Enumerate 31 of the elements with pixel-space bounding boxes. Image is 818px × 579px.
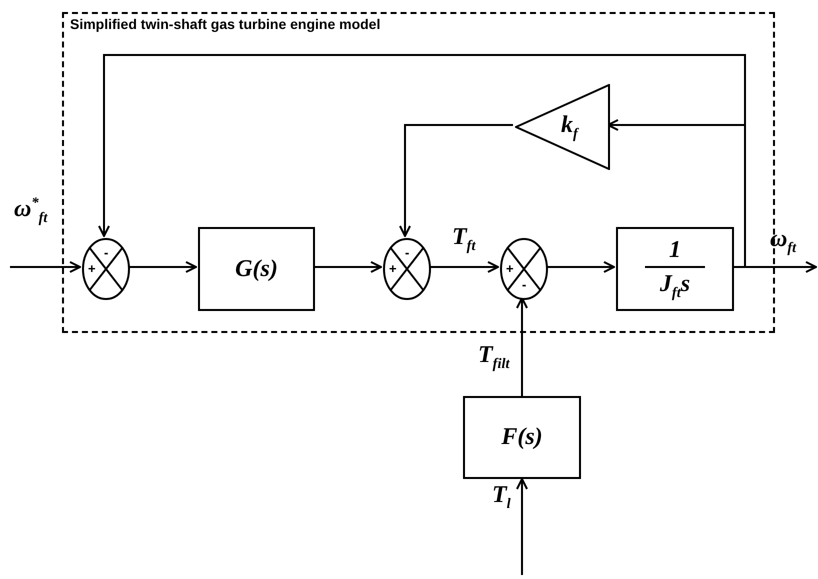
sign-label: + (506, 262, 514, 275)
signal-arrow (399, 124, 513, 237)
signal-arrow (546, 261, 615, 273)
summing-junction (500, 238, 548, 300)
sign-label: - (405, 246, 410, 259)
transfer-function-label: F(s) (501, 424, 543, 451)
signal-label: T$_{ft}$ (452, 224, 476, 255)
signal-arrow (128, 261, 197, 273)
signal-arrow (516, 297, 528, 396)
transfer-function-box (463, 396, 581, 479)
sign-label: + (389, 262, 397, 275)
frame-title: Simplified twin-shaft gas turbine engine model (70, 16, 380, 32)
signal-label: ω$_{ft}$ (770, 226, 796, 257)
transfer-function-label: G(s) (235, 256, 278, 282)
gain-block (515, 84, 610, 170)
transfer-function-box (198, 227, 315, 311)
signal-arrow (10, 261, 81, 273)
signal-arrow (429, 261, 499, 273)
sign-label: + (88, 262, 96, 275)
sign-label: - (104, 246, 108, 259)
signal-label: T$_{l}$ (492, 482, 511, 513)
summing-junction (82, 238, 130, 300)
transfer-function-box (616, 227, 734, 311)
gain-label: k$_{f}$ (561, 112, 578, 143)
transfer-function-label: 1 (669, 236, 681, 264)
sign-label: - (522, 278, 526, 291)
signal-arrow (516, 478, 528, 575)
signal-label: T$_{filt}$ (478, 342, 510, 373)
summing-junction (383, 238, 431, 300)
transfer-function-label: J$_{ft}$s (660, 270, 690, 302)
signal-arrow (313, 261, 382, 273)
